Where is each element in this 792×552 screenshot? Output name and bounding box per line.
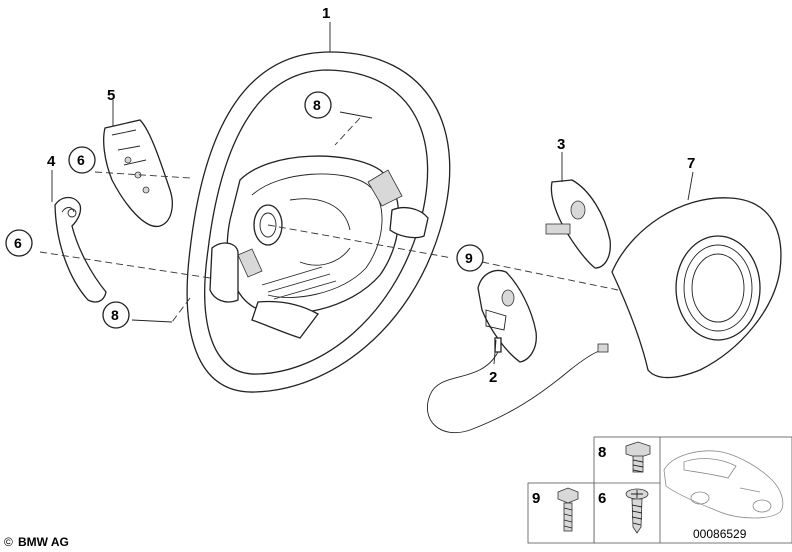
- callout-2: 2: [489, 369, 497, 386]
- circled-callout-6-upper: 6: [68, 146, 96, 174]
- screw-9-icon: [557, 487, 579, 532]
- copyright-symbol: ©: [4, 535, 13, 549]
- callout-9: 9: [465, 250, 473, 266]
- callout-3: 3: [557, 136, 565, 153]
- callout-7: 7: [687, 155, 695, 172]
- car-outline-icon: [663, 450, 784, 519]
- alignment-lines: [39, 117, 619, 323]
- right-switch-panel: [545, 179, 611, 269]
- brand-footer: © BMW AG: [4, 535, 69, 549]
- switch-with-cable: [426, 269, 609, 434]
- screw-6-icon: [625, 488, 649, 534]
- inset-label-6: 6: [598, 490, 606, 507]
- leader-lines: [51, 22, 694, 365]
- left-switch-panel: [103, 119, 173, 227]
- callout-6-upper: 6: [77, 152, 85, 168]
- callout-6-left: 6: [14, 235, 22, 251]
- callout-8-bottom: 8: [111, 307, 119, 323]
- callout-4: 4: [47, 153, 56, 170]
- hardware-inset: 8 9 6 00086529: [527, 436, 792, 544]
- circled-callout-8-bottom: 8: [102, 301, 130, 329]
- image-number: 00086529: [693, 527, 747, 541]
- callout-8-top: 8: [313, 97, 321, 113]
- airbag-module: [611, 197, 782, 379]
- inset-label-9: 9: [532, 490, 540, 507]
- left-cover: [54, 196, 107, 303]
- callout-1: 1: [322, 5, 330, 22]
- circled-callout-6-left: 6: [5, 229, 33, 257]
- callout-5: 5: [107, 87, 115, 104]
- circled-callout-8-top: 8: [304, 91, 332, 119]
- steering-wheel: [186, 51, 451, 393]
- brand-name: BMW AG: [18, 535, 69, 549]
- inset-label-8: 8: [598, 444, 606, 461]
- circled-callout-9: 9: [456, 244, 484, 272]
- screw-8-icon: [625, 441, 651, 473]
